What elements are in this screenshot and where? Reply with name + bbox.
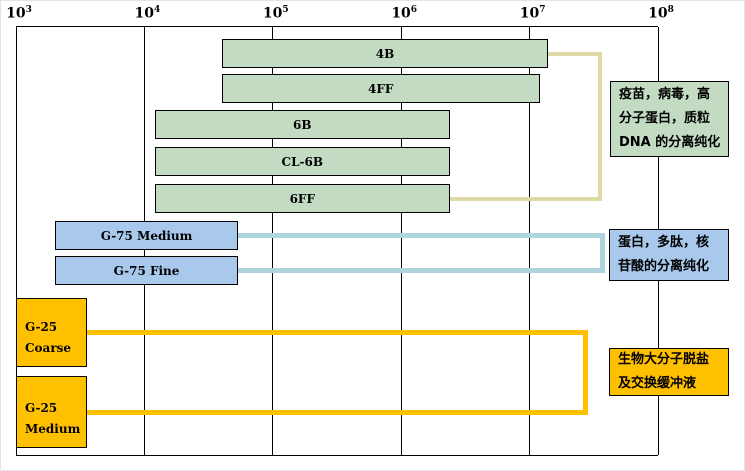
tick-base: 10 xyxy=(648,5,668,22)
tick-exponent: 7 xyxy=(539,5,546,15)
bar-label-line: G-25 xyxy=(25,320,58,334)
annotation-line: 生物大分子脱盐 xyxy=(618,352,710,367)
annotation-box-3: 生物大分子脱盐及交换缓冲液 xyxy=(609,348,729,396)
connector-segment xyxy=(87,409,583,415)
tick-exponent: 4 xyxy=(154,5,161,15)
annotation-line: 蛋白，多肽，核 xyxy=(618,235,710,250)
connector-segment xyxy=(238,268,600,273)
connector-segment xyxy=(600,233,605,273)
axis-tick-label: 107 xyxy=(520,5,546,22)
bar-label-line: Medium xyxy=(25,422,81,436)
bar-4b: 4B xyxy=(221,39,549,68)
bar-label: 6FF xyxy=(289,191,315,206)
connector-segment xyxy=(583,330,588,415)
bar-label-line: Coarse xyxy=(25,341,72,355)
axis-tick-label: 103 xyxy=(6,5,32,22)
annotation-box-2: 蛋白，多肽，核苷酸的分离纯化 xyxy=(609,229,729,281)
connector-segment xyxy=(238,233,605,238)
annotation-line: 疫苗，病毒，高 xyxy=(619,87,711,102)
bar-4ff: 4FF xyxy=(221,74,540,103)
axis-tick-label: 106 xyxy=(391,5,417,22)
bar-label: G-75 Medium xyxy=(100,228,193,243)
tick-base: 10 xyxy=(391,5,411,22)
bar-label: 4B xyxy=(375,46,395,61)
gridline-10e6 xyxy=(400,27,402,455)
bar-6ff: 6FF xyxy=(154,184,450,213)
bar-g-75-medium: G-75 Medium xyxy=(54,221,239,250)
gridline-10e3 xyxy=(15,27,17,455)
connector-segment xyxy=(87,330,588,335)
tick-base: 10 xyxy=(262,5,283,22)
gridline-10e7 xyxy=(529,27,531,455)
connector-segment xyxy=(450,196,598,201)
bar-label: G-75 Fine xyxy=(113,263,180,278)
tick-base: 10 xyxy=(519,5,540,22)
axis-tick-label: 104 xyxy=(135,5,161,22)
annotation-line: DNA 的分离纯化 xyxy=(619,135,721,150)
gridline-10e5 xyxy=(272,27,274,455)
bar-label: CL-6B xyxy=(281,154,324,169)
bar-g-75-fine: G-75 Fine xyxy=(54,256,239,285)
annotation-box-1: 疫苗，病毒，高分子蛋白，质粒 DNA 的分离纯化 xyxy=(610,81,729,157)
tick-exponent: 8 xyxy=(667,5,674,15)
bar-label: 4FF xyxy=(368,81,394,96)
connector-segment xyxy=(598,51,602,201)
annotation-line: 苷酸的分离纯化 xyxy=(618,259,710,274)
bar-6b: 6B xyxy=(154,110,450,139)
axis-tick-label: 108 xyxy=(648,5,674,22)
annotation-line: 及交换缓冲液 xyxy=(618,376,697,391)
axis-tick-label: 105 xyxy=(263,5,289,22)
annotation-line: 分子蛋白，质粒 xyxy=(619,111,711,126)
tick-exponent: 6 xyxy=(410,5,418,15)
bar-label: 6B xyxy=(293,117,312,132)
bar-label-line: G-25 xyxy=(25,401,58,415)
tick-exponent: 5 xyxy=(282,5,289,15)
tick-base: 10 xyxy=(6,5,26,22)
bar-cl-6b: CL-6B xyxy=(154,147,450,176)
tick-base: 10 xyxy=(134,5,154,22)
tick-exponent: 3 xyxy=(25,5,32,15)
connector-segment xyxy=(548,51,602,56)
